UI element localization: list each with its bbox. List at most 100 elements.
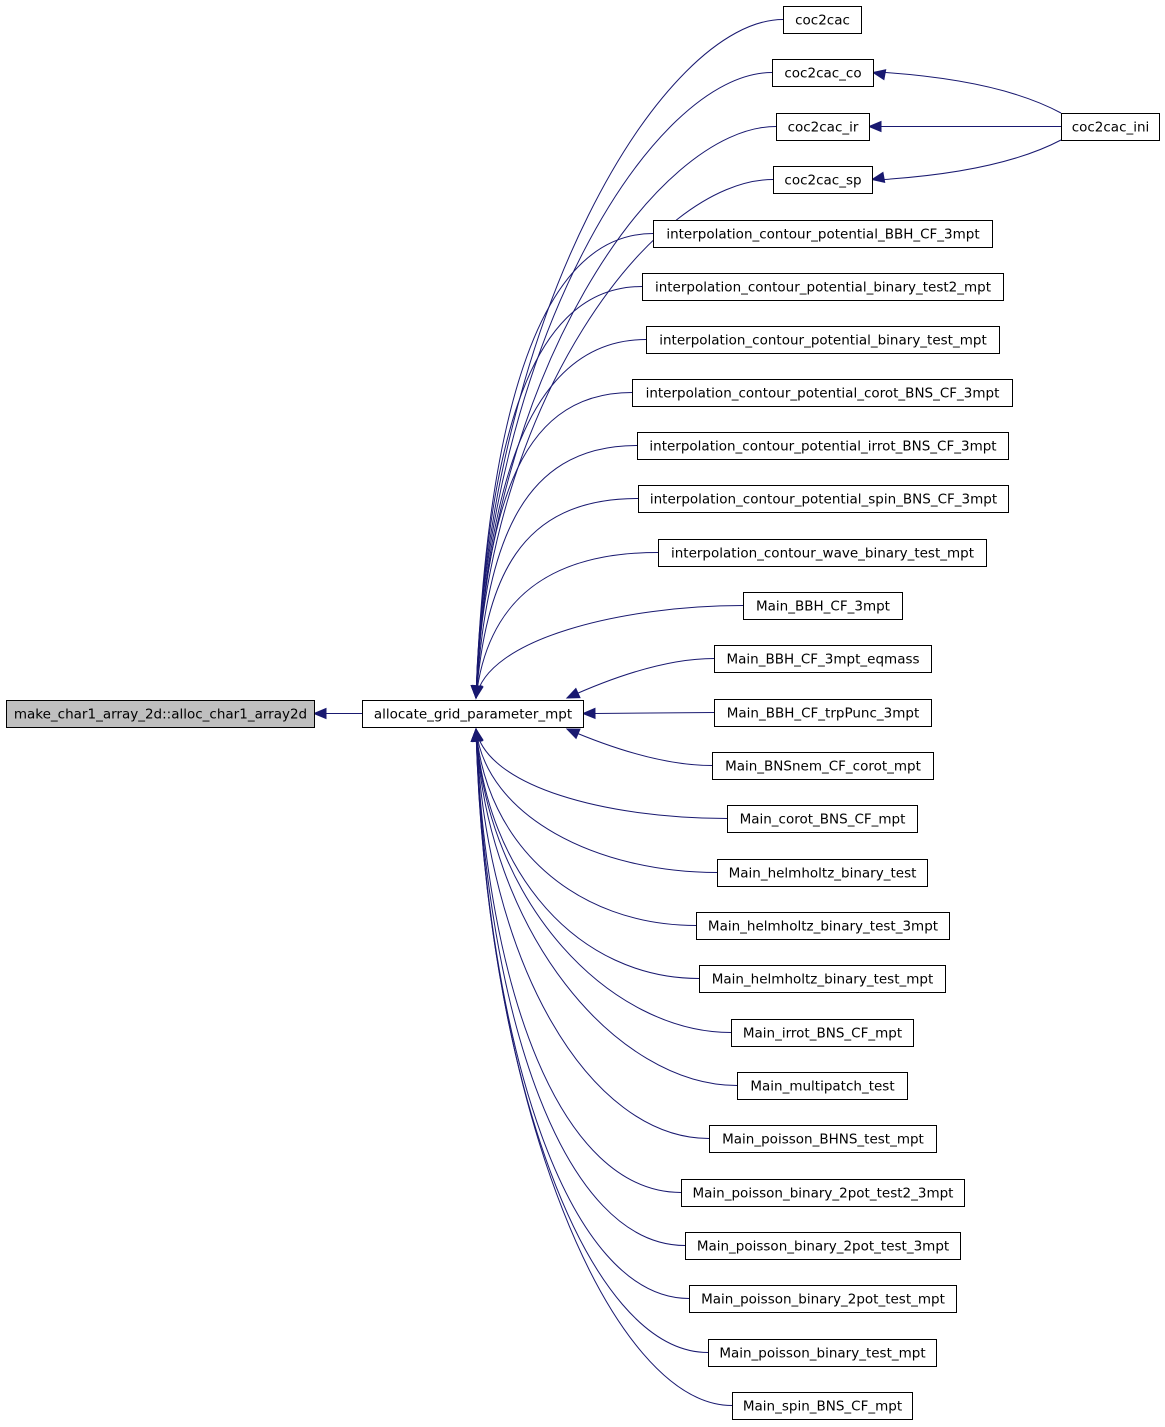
node-box-n7[interactable] [658,539,987,567]
node-box-c2c[interactable] [783,6,862,34]
node-label-n15: Main_helmholtz_binary_test_mpt [712,972,934,988]
node-label-c2c_co: coc2cac_co [784,66,861,82]
edge-n18-to-agpm [475,728,710,1139]
node-n18[interactable]: Main_poisson_BHNS_test_mpt [709,1125,937,1153]
node-c2c_ini[interactable]: coc2cac_ini [1061,113,1160,141]
node-n22[interactable]: Main_poisson_binary_test_mpt [708,1339,937,1367]
edge-n17-to-agpm [475,728,738,1086]
node-box-n10[interactable] [714,699,932,727]
node-label-n2: interpolation_contour_potential_binary_t… [655,280,991,296]
node-n17[interactable]: Main_multipatch_test [737,1072,908,1100]
node-box-c2c_ir[interactable] [776,113,870,141]
edge-n9-to-agpm [566,658,715,699]
node-box-c2c_co[interactable] [772,59,874,87]
node-label-n6: interpolation_contour_potential_spin_BNS… [650,492,997,508]
node-box-n11[interactable] [712,752,934,780]
node-n16[interactable]: Main_irrot_BNS_CF_mpt [731,1019,914,1047]
node-n10[interactable]: Main_BBH_CF_trpPunc_3mpt [714,699,932,727]
node-n20[interactable]: Main_poisson_binary_2pot_test_3mpt [685,1232,961,1260]
node-label-n13: Main_helmholtz_binary_test [729,866,917,882]
arrowhead-n23-to-agpm [470,727,483,742]
node-n1[interactable]: interpolation_contour_potential_BBH_CF_3… [653,220,993,248]
node-c2c_co[interactable]: coc2cac_co [772,59,874,87]
node-c2c[interactable]: coc2cac [783,6,862,34]
node-label-n18: Main_poisson_BHNS_test_mpt [722,1132,924,1148]
edge-n16-to-agpm [475,728,732,1033]
nodes-layer: make_char1_array_2d::alloc_char1_array2d… [6,6,1160,1420]
node-box-n6[interactable] [638,485,1009,513]
node-box-n9[interactable] [714,645,932,673]
node-box-n2[interactable] [642,273,1004,301]
node-n14[interactable]: Main_helmholtz_binary_test_3mpt [696,912,950,940]
node-label-c2c_ir: coc2cac_ir [788,120,859,136]
edge-n23-to-agpm [475,728,733,1406]
node-box-n19[interactable] [681,1179,965,1207]
node-n21[interactable]: Main_poisson_binary_2pot_test_mpt [689,1285,957,1313]
edge-n14-to-agpm [475,728,697,926]
node-box-n20[interactable] [685,1232,961,1260]
node-box-n5[interactable] [637,432,1009,460]
node-label-c2c_ini: coc2cac_ini [1072,120,1150,136]
arrowhead-n9-to-agpm [565,687,581,699]
edge-c2c_ini-to-c2c_co [884,72,1062,114]
arrowhead-c2c_ini-to-c2c_ir [867,120,882,133]
node-n15[interactable]: Main_helmholtz_binary_test_mpt [699,965,946,993]
edge-n4-to-agpm [475,392,633,699]
node-box-n4[interactable] [632,379,1013,407]
node-box-agpm[interactable] [362,700,584,728]
node-n6[interactable]: interpolation_contour_potential_spin_BNS… [638,485,1009,513]
arrowhead-n11-to-agpm [565,728,581,740]
node-box-n21[interactable] [689,1285,957,1313]
node-n23[interactable]: Main_spin_BNS_CF_mpt [732,1392,913,1420]
node-label-n17: Main_multipatch_test [750,1079,894,1095]
node-n9[interactable]: Main_BBH_CF_3mpt_eqmass [714,645,932,673]
node-box-root[interactable] [6,700,315,728]
edge-n12-to-agpm [475,728,728,819]
node-box-n16[interactable] [731,1019,914,1047]
edge-n15-to-agpm [475,728,700,979]
node-label-n11: Main_BNSnem_CF_corot_mpt [725,759,921,775]
node-c2c_ir[interactable]: coc2cac_ir [776,113,870,141]
node-box-n17[interactable] [737,1072,908,1100]
node-box-c2c_sp[interactable] [773,166,873,194]
node-label-n8: Main_BBH_CF_3mpt [756,599,890,615]
node-n7[interactable]: interpolation_contour_wave_binary_test_m… [658,539,987,567]
node-agpm[interactable]: allocate_grid_parameter_mpt [362,700,584,728]
edge-n1-to-agpm [475,233,654,699]
arrowhead-n8-to-agpm [472,684,484,700]
node-box-n1[interactable] [653,220,993,248]
node-n11[interactable]: Main_BNSnem_CF_corot_mpt [712,752,934,780]
node-label-n19: Main_poisson_binary_2pot_test2_3mpt [693,1186,954,1202]
node-n12[interactable]: Main_corot_BNS_CF_mpt [727,805,918,833]
node-root[interactable]: make_char1_array_2d::alloc_char1_array2d [6,700,315,728]
node-n19[interactable]: Main_poisson_binary_2pot_test2_3mpt [681,1179,965,1207]
node-box-n18[interactable] [709,1125,937,1153]
node-label-n7: interpolation_contour_wave_binary_test_m… [671,546,974,562]
node-n8[interactable]: Main_BBH_CF_3mpt [743,592,903,620]
node-box-c2c_ini[interactable] [1061,113,1160,141]
node-label-c2c_sp: coc2cac_sp [784,173,861,189]
node-label-n1: interpolation_contour_potential_BBH_CF_3… [666,227,979,243]
edge-n22-to-agpm [475,728,709,1353]
node-box-n3[interactable] [646,326,1000,354]
node-box-n13[interactable] [717,859,928,887]
node-n2[interactable]: interpolation_contour_potential_binary_t… [642,273,1004,301]
node-box-n12[interactable] [727,805,918,833]
node-n5[interactable]: interpolation_contour_potential_irrot_BN… [637,432,1009,460]
edge-n2-to-agpm [475,286,643,699]
node-label-n14: Main_helmholtz_binary_test_3mpt [708,919,938,935]
node-box-n14[interactable] [696,912,950,940]
edge-c2c_ir-to-agpm [475,126,777,699]
node-c2c_sp[interactable]: coc2cac_sp [773,166,873,194]
edges-layer [312,19,1062,1406]
node-n4[interactable]: interpolation_contour_potential_corot_BN… [632,379,1013,407]
node-box-n23[interactable] [732,1392,913,1420]
node-box-n22[interactable] [708,1339,937,1367]
node-box-n8[interactable] [743,592,903,620]
node-n3[interactable]: interpolation_contour_potential_binary_t… [646,326,1000,354]
node-box-n15[interactable] [699,965,946,993]
node-n13[interactable]: Main_helmholtz_binary_test [717,859,928,887]
node-label-n5: interpolation_contour_potential_irrot_BN… [649,439,996,455]
